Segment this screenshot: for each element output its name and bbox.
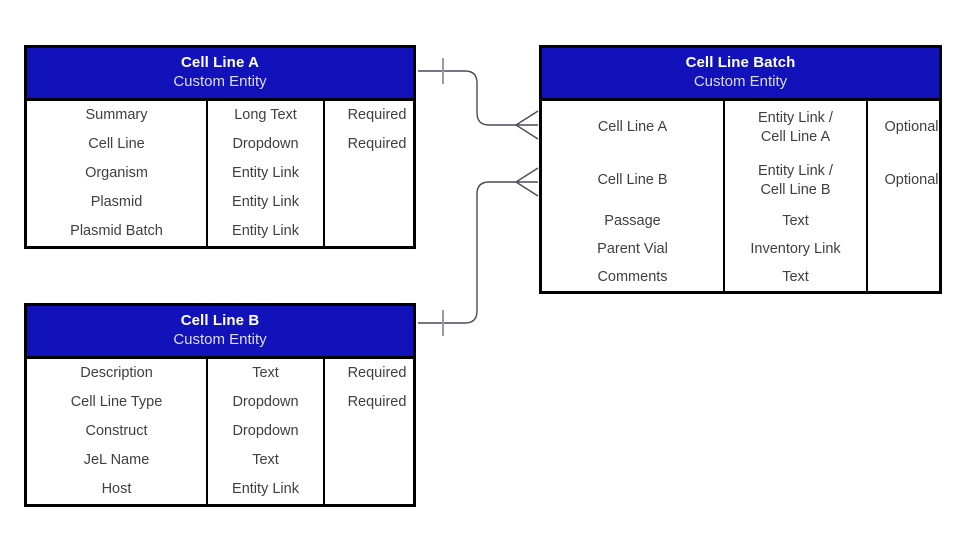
field-requirement: Optional bbox=[884, 119, 939, 135]
entity-title: Cell Line A bbox=[180, 54, 260, 71]
entity-title: Cell Line Batch bbox=[685, 54, 796, 71]
field-type: Entity Link / Cell Line A bbox=[723, 101, 868, 154]
crowsfoot-many-upper bbox=[514, 110, 539, 140]
entity-header-cell-line-b: Cell Line B Custom Entity bbox=[27, 306, 413, 359]
field-type: Inventory Link bbox=[723, 235, 868, 263]
field-name: Passage bbox=[604, 212, 661, 229]
field-type: Dropdown bbox=[206, 417, 325, 446]
field-name: Summary bbox=[85, 107, 148, 123]
entity-title: Cell Line B bbox=[180, 312, 260, 329]
field-type: Text bbox=[206, 359, 325, 388]
table-row[interactable]: Description Text Required bbox=[27, 359, 429, 388]
table-row[interactable]: Cell Line Dropdown Required bbox=[27, 130, 429, 159]
entity-cell-line-b[interactable]: Cell Line B Custom Entity Description Te… bbox=[24, 303, 416, 507]
field-requirement: Required bbox=[347, 136, 407, 152]
field-type: Entity Link bbox=[206, 159, 325, 188]
field-requirement bbox=[324, 159, 429, 188]
field-name: Construct bbox=[85, 423, 148, 439]
field-name: Parent Vial bbox=[597, 240, 668, 257]
field-name: JeL Name bbox=[83, 452, 150, 468]
entity-fields-cell-line-batch: Cell Line A Entity Link / Cell Line A Op… bbox=[542, 101, 955, 291]
connector-cell-line-b-to-batch bbox=[418, 181, 538, 324]
table-row[interactable]: Host Entity Link bbox=[27, 475, 429, 504]
field-requirement bbox=[324, 446, 429, 475]
field-type: Dropdown bbox=[206, 388, 325, 417]
table-row[interactable]: Plasmid Batch Entity Link bbox=[27, 217, 429, 246]
table-row[interactable]: Comments Text bbox=[542, 263, 955, 291]
field-name: Organism bbox=[85, 165, 148, 181]
table-row[interactable]: Cell Line Type Dropdown Required bbox=[27, 388, 429, 417]
field-requirement: Optional bbox=[884, 172, 939, 188]
field-name: Cell Line bbox=[88, 136, 145, 152]
entity-fields-cell-line-b: Description Text Required Cell Line Type… bbox=[27, 359, 429, 504]
field-name: Cell Line A bbox=[597, 119, 668, 135]
table-row[interactable]: JeL Name Text bbox=[27, 446, 429, 475]
field-type: Entity Link / Cell Line B bbox=[723, 154, 868, 207]
field-name: Cell Line Type bbox=[70, 394, 163, 410]
entity-cell-line-batch[interactable]: Cell Line Batch Custom Entity Cell Line … bbox=[539, 45, 942, 294]
entity-fields-cell-line-a: Summary Long Text Required Cell Line Dro… bbox=[27, 101, 429, 246]
field-type: Entity Link bbox=[206, 217, 325, 246]
table-row[interactable]: Cell Line B Entity Link / Cell Line B Op… bbox=[542, 154, 955, 207]
field-requirement bbox=[324, 188, 429, 217]
table-row[interactable]: Passage Text bbox=[542, 207, 955, 235]
entity-header-cell-line-a: Cell Line A Custom Entity bbox=[27, 48, 413, 101]
field-requirement: Required bbox=[347, 394, 407, 410]
entity-subtitle: Custom Entity bbox=[173, 331, 267, 348]
field-requirement: Required bbox=[347, 365, 407, 381]
field-name: Host bbox=[101, 481, 132, 497]
field-name: Comments bbox=[597, 268, 668, 285]
field-requirement bbox=[324, 475, 429, 504]
field-name: Description bbox=[80, 365, 153, 381]
table-row[interactable]: Organism Entity Link bbox=[27, 159, 429, 188]
field-type: Text bbox=[723, 207, 868, 235]
field-requirement bbox=[867, 263, 955, 291]
field-requirement bbox=[324, 417, 429, 446]
crowsfoot-many-lower bbox=[514, 167, 539, 197]
entity-header-cell-line-batch: Cell Line Batch Custom Entity bbox=[542, 48, 939, 101]
table-row[interactable]: Construct Dropdown bbox=[27, 417, 429, 446]
field-name: Plasmid Batch bbox=[70, 223, 163, 239]
field-name: Plasmid bbox=[90, 194, 143, 210]
field-type: Dropdown bbox=[206, 130, 325, 159]
entity-subtitle: Custom Entity bbox=[693, 73, 788, 90]
field-requirement: Required bbox=[347, 107, 407, 123]
field-type: Long Text bbox=[206, 101, 325, 130]
field-requirement bbox=[867, 207, 955, 235]
connector-cell-line-a-to-batch bbox=[418, 70, 538, 126]
table-row[interactable]: Plasmid Entity Link bbox=[27, 188, 429, 217]
field-type: Entity Link bbox=[206, 188, 325, 217]
entity-cell-line-a[interactable]: Cell Line A Custom Entity Summary Long T… bbox=[24, 45, 416, 249]
field-type: Text bbox=[723, 263, 868, 291]
field-requirement bbox=[867, 235, 955, 263]
field-requirement bbox=[324, 217, 429, 246]
table-row[interactable]: Cell Line A Entity Link / Cell Line A Op… bbox=[542, 101, 955, 154]
field-type: Text bbox=[206, 446, 325, 475]
entity-subtitle: Custom Entity bbox=[173, 73, 267, 90]
table-row[interactable]: Summary Long Text Required bbox=[27, 101, 429, 130]
field-type: Entity Link bbox=[206, 475, 325, 504]
field-name: Cell Line B bbox=[597, 172, 668, 188]
table-row[interactable]: Parent Vial Inventory Link bbox=[542, 235, 955, 263]
